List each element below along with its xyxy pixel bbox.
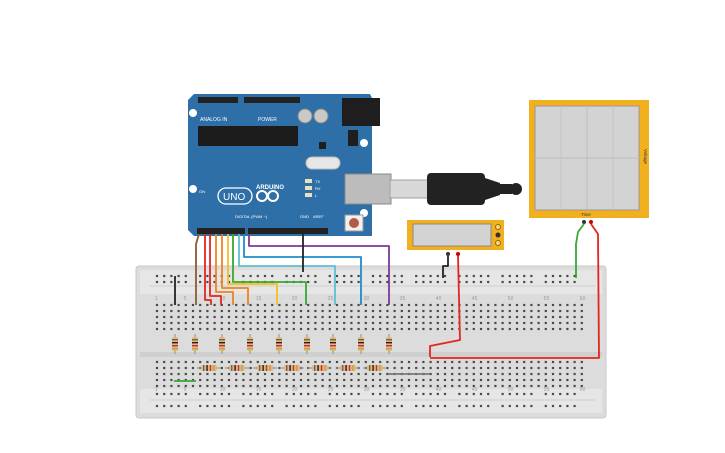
breadboard-column-number: 60 [580, 296, 586, 302]
wire-purple[interactable] [248, 234, 390, 305]
wire-brown[interactable] [195, 233, 200, 305]
wire-red-1[interactable] [204, 234, 212, 305]
resistor[interactable] [253, 365, 277, 371]
multimeter-display [412, 223, 492, 247]
analog-in-label: ANALOG IN [200, 117, 228, 123]
atmega-chip [198, 126, 298, 146]
resistor[interactable] [386, 334, 392, 354]
arduino-uno-board[interactable]: ANALOG IN POWER TX RX L ON UNO ARDUINO [188, 94, 392, 236]
resistor[interactable] [304, 334, 310, 354]
breadboard-column-number: 30 [364, 296, 370, 302]
wire-teal[interactable] [238, 234, 336, 305]
digital-header-label: DIGITAL (PWM ~) [235, 214, 268, 219]
resistor[interactable] [363, 365, 387, 371]
resistor[interactable] [219, 334, 225, 354]
gnd-pin-label: GND [300, 214, 309, 219]
wire-orange-1[interactable] [215, 234, 234, 305]
breadboard-column-number: 55 [544, 296, 550, 302]
wires[interactable] [174, 223, 600, 382]
breadboard-column-numbers: 1155101015152020252530303535404045455050… [155, 296, 586, 393]
rx-label: RX [315, 186, 321, 191]
wire-red-2[interactable] [209, 234, 222, 305]
breadboard-holes[interactable] [155, 274, 583, 408]
meter-terminal-positive[interactable] [456, 252, 460, 256]
breadboard-column-number: 50 [508, 387, 514, 393]
meter-terminal-negative[interactable] [446, 252, 450, 256]
wire-meter-red[interactable] [429, 255, 461, 357]
reset-button[interactable] [349, 218, 359, 228]
resistor[interactable] [308, 365, 332, 371]
breadboard-column-number: 5 [184, 296, 187, 302]
breadboard-column-number: 45 [472, 296, 478, 302]
breadboard-column-number: 35 [400, 296, 406, 302]
power-jack [342, 98, 380, 126]
multimeter[interactable] [407, 220, 504, 256]
resistor-ladder[interactable] [172, 334, 392, 371]
breadboard-column-number: 60 [580, 387, 586, 393]
scope-probe-terminal-negative[interactable] [582, 220, 586, 224]
tx-label: TX [315, 179, 320, 184]
resistor[interactable] [225, 365, 249, 371]
multimeter-mode-v[interactable] [495, 232, 501, 238]
breadboard-column-number: 40 [436, 387, 442, 393]
breadboard-column-number: 30 [364, 387, 370, 393]
scope-probe-terminal-positive[interactable] [589, 220, 593, 224]
resistor[interactable] [280, 365, 304, 371]
breadboard-column-number: 1 [155, 296, 158, 302]
resistor[interactable] [358, 334, 364, 354]
breadboard-column-number: 20 [292, 296, 298, 302]
arduino-brand-text: ARDUINO [256, 185, 284, 191]
wire-yellow[interactable] [227, 234, 278, 305]
uno-logo-text: UNO [223, 192, 245, 203]
wire-orange-2[interactable] [221, 234, 249, 305]
breadboard-column-number: 20 [292, 387, 298, 393]
voltage-axis-label: Voltage [643, 149, 648, 165]
resistor[interactable] [247, 334, 253, 354]
breadboard-column-number: 1 [155, 387, 158, 393]
resistor[interactable] [197, 365, 221, 371]
breadboard[interactable]: 1155101015152020252530303535404045455050… [135, 265, 607, 419]
breadboard-column-number: 15 [256, 387, 262, 393]
resistor[interactable] [276, 334, 282, 354]
aref-pin-label: AREF [313, 214, 324, 219]
wire-scope-red[interactable] [430, 223, 600, 359]
oscilloscope[interactable]: Voltage Time [529, 100, 649, 224]
resistor[interactable] [330, 334, 336, 354]
breadboard-column-number: 25 [328, 296, 334, 302]
usb-port [344, 173, 392, 205]
power-label: POWER [258, 117, 277, 123]
breadboard-column-number: 10 [220, 296, 226, 302]
breadboard-column-number: 15 [256, 296, 262, 302]
multimeter-mode-a[interactable] [495, 224, 501, 230]
wire-scope-green[interactable] [575, 223, 585, 278]
l-led-label: L [315, 193, 318, 198]
multimeter-mode-r[interactable] [495, 240, 501, 246]
resistor[interactable] [172, 334, 178, 354]
arduino-infinity-logo [256, 190, 279, 202]
breadboard-column-number: 35 [400, 387, 406, 393]
breadboard-column-number: 5 [184, 387, 187, 393]
time-axis-label: Time [581, 212, 591, 217]
usb-cable[interactable] [389, 173, 522, 205]
wire-meter-black[interactable] [442, 256, 449, 278]
wire-green[interactable] [232, 234, 307, 305]
breadboard-column-number: 25 [328, 387, 334, 393]
breadboard-column-number: 50 [508, 296, 514, 302]
breadboard-column-number: 45 [472, 387, 478, 393]
on-led-label: ON [199, 189, 205, 194]
breadboard-column-number: 40 [436, 296, 442, 302]
resistor[interactable] [192, 334, 198, 354]
resistor[interactable] [336, 365, 360, 371]
breadboard-column-number: 10 [220, 387, 226, 393]
breadboard-column-number: 55 [544, 387, 550, 393]
